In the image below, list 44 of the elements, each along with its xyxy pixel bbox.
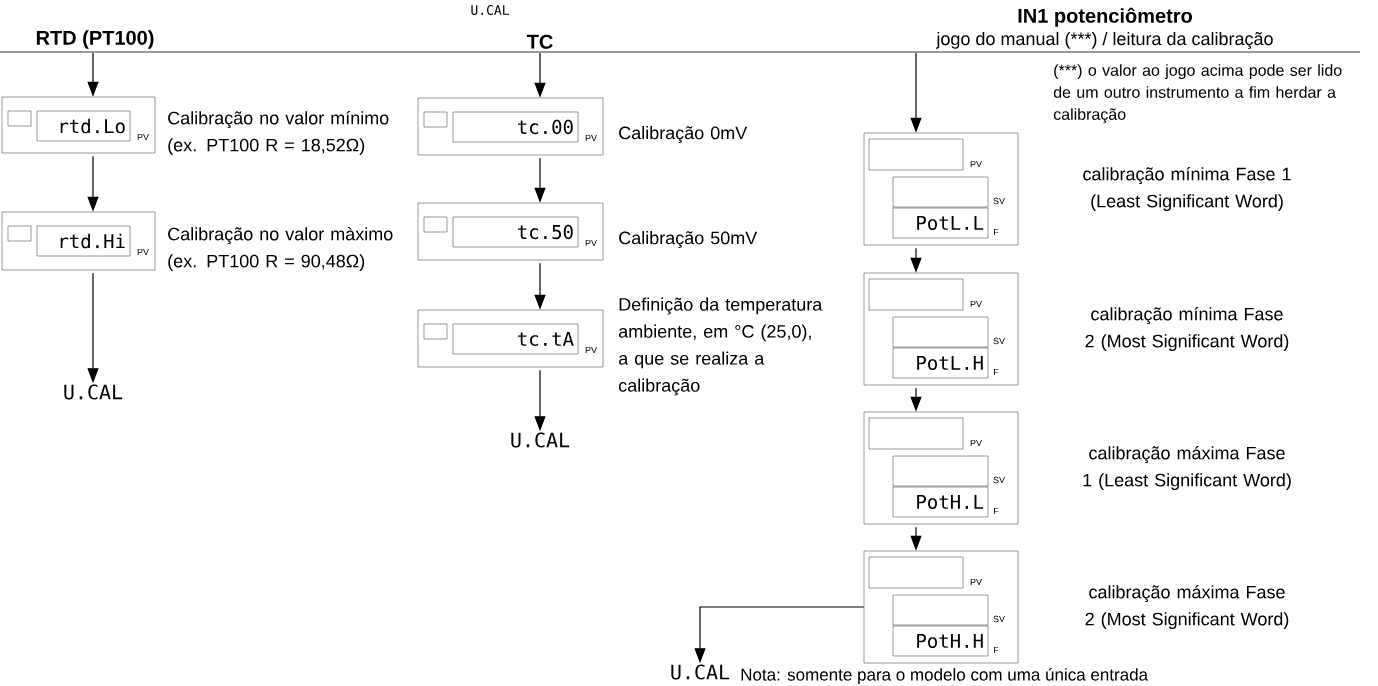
sv-label: SV (993, 197, 1005, 205)
sv-label: SV (993, 476, 1005, 484)
display-window: rtd.Lo (36, 110, 131, 142)
pv-label: PV (970, 439, 982, 447)
description-text: Calibração no valor mínimo (ex. PT100 R = 18,52Ω) (168, 111, 389, 155)
display-window: tc.tA (452, 323, 579, 355)
display-code: U.CAL (471, 5, 509, 15)
pv-label: PV (970, 160, 982, 168)
f-label: F (994, 507, 999, 515)
pv-label: PV (137, 248, 149, 256)
sv-label: SV (993, 615, 1005, 623)
display-code: U.CAL (511, 432, 570, 448)
description-text: calibração máxima Fase 1 (Least Significant Word) (1083, 446, 1291, 490)
f-label: F (994, 646, 999, 654)
pv-label: PV (970, 300, 982, 308)
footnote-text: (***) o valor ao jogo acima pode ser lido de um outro instrumento a fim herdar a calibração (1053, 64, 1342, 124)
f-label: F (994, 228, 999, 236)
description-text: calibração máxima Fase 2 (Most Significant Word) (1085, 585, 1289, 629)
display-code: U.CAL (671, 664, 730, 680)
f-label: F (994, 368, 999, 376)
description-text: calibração mínima Fase 1 (Least Significant Word) (1083, 167, 1291, 211)
display-window: tc.50 (452, 216, 579, 248)
description-text: Calibração 0mV (619, 126, 748, 143)
section-heading: TC (526, 34, 553, 49)
display-code: U.CAL (64, 384, 123, 400)
section-heading: IN1 potenciômetro (1018, 7, 1192, 27)
pv-label: PV (585, 239, 597, 247)
display-window: rtd.Hi (36, 225, 131, 257)
pv-label: PV (970, 578, 982, 586)
display-window: PotL.H (892, 347, 989, 379)
pv-label: PV (585, 134, 597, 142)
sv-label: SV (993, 337, 1005, 345)
pv-label: PV (585, 346, 597, 354)
display-window: PotL.L (892, 207, 989, 239)
description-text: calibração mínima Fase 2 (Most Significant Word) (1085, 307, 1289, 351)
display-window: tc.00 (452, 111, 579, 143)
description-text: Calibração 50mV (619, 231, 758, 248)
section-subheading: jogo do manual (***) / leitura da calibração (936, 31, 1273, 49)
display-window: PotH.H (892, 625, 989, 657)
description-text: Definição da temperatura ambiente, em °C (25,0), a que se realiza a calibração (619, 297, 823, 396)
description-text: Calibração no valor màximo (ex. PT100 R = 90,48Ω) (168, 227, 393, 271)
pv-label: PV (137, 133, 149, 141)
display-window: PotH.L (892, 486, 989, 518)
section-heading: RTD (PT100) (36, 30, 154, 49)
